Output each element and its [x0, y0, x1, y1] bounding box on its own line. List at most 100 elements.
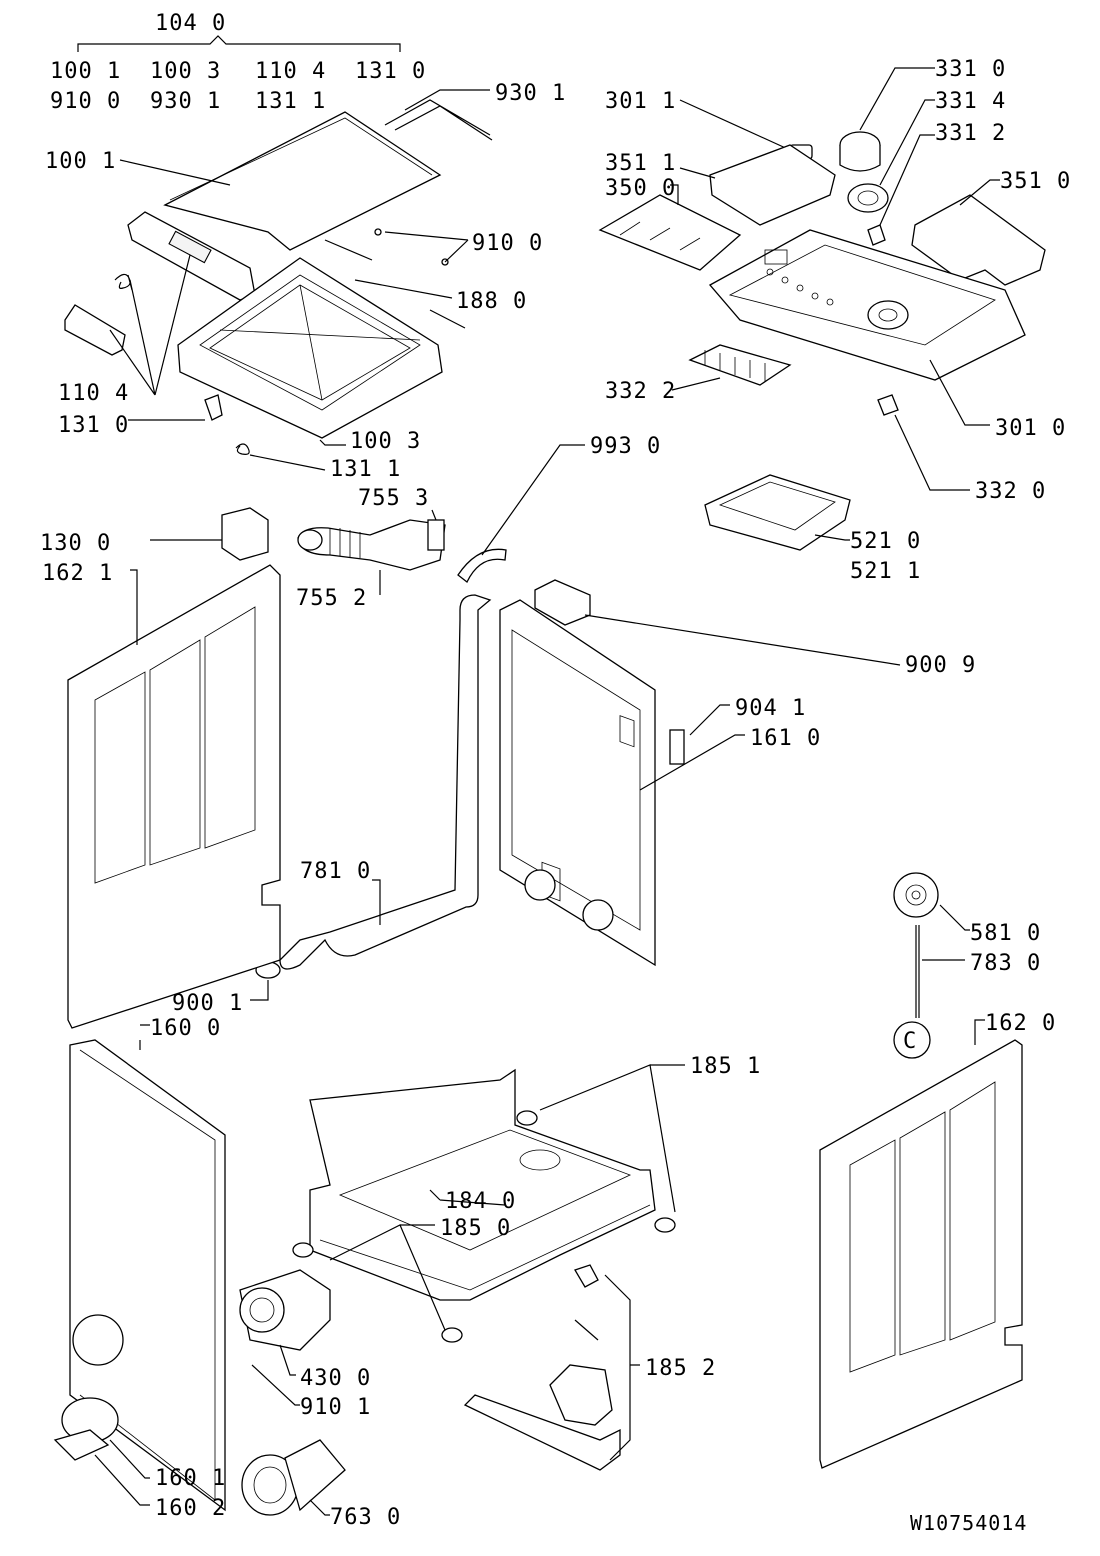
callout-label: 900 9 [905, 653, 976, 678]
callout-label: 783 0 [970, 951, 1041, 976]
callout-label: 331 0 [935, 57, 1006, 82]
drain-hose-part [279, 594, 492, 970]
bracket-part [534, 579, 591, 626]
console-panel-part [708, 229, 1026, 381]
marker-circle [893, 1021, 931, 1059]
pulley-part [893, 872, 939, 918]
foot-part [292, 1242, 314, 1258]
callout-label: 131 1 [330, 457, 401, 482]
group-header: 104 0 100 1 100 3 110 4 131 0 910 0 930 … [50, 11, 426, 114]
door-hinge-part [53, 1429, 110, 1461]
ring-part [847, 183, 889, 213]
control-panel-group: 301 1 331 0 331 4 331 2 351 1 350 0 351 … [598, 57, 1071, 584]
marker-letter: C [903, 1029, 917, 1054]
callout-label: 160 0 [150, 1016, 221, 1041]
callout-label: 130 0 [40, 531, 111, 556]
callout-label: 332 0 [975, 479, 1046, 504]
callout-label: 188 0 [456, 289, 527, 314]
callout-label: 331 2 [935, 121, 1006, 146]
front-panel-part [69, 1039, 226, 1512]
callout-label: 185 0 [440, 1216, 511, 1241]
callout-label: 581 0 [970, 921, 1041, 946]
side-panel-part [67, 564, 281, 1029]
callout-label: 100 1 [45, 149, 116, 174]
clip-part [427, 519, 445, 551]
foot-part [516, 1110, 538, 1126]
callout-label: 930 1 [495, 81, 566, 106]
shock-base-part [463, 1394, 621, 1471]
callout-label: 161 0 [750, 726, 821, 751]
group-main-code: 104 0 [155, 11, 226, 36]
right-side-panel: 162 0 [819, 1011, 1056, 1469]
control-module-part [704, 474, 851, 551]
callout-label: 521 1 [850, 559, 921, 584]
pressure-switch-part [221, 507, 269, 561]
group-code: 910 0 [50, 89, 121, 114]
hose-elbow-part [457, 548, 507, 584]
rear-panel-part [499, 599, 656, 967]
handle-part [64, 304, 126, 356]
callout-label: 162 0 [985, 1011, 1056, 1036]
callout-label: 351 1 [605, 151, 676, 176]
connector-part [669, 729, 685, 765]
group-code: 100 3 [150, 59, 221, 84]
callout-label: 904 1 [735, 696, 806, 721]
pump-group: 430 0 910 1 763 0 [239, 1269, 401, 1530]
group-code: 100 1 [50, 59, 121, 84]
group-code: 930 1 [150, 89, 221, 114]
top-frame-part [177, 257, 443, 439]
lock-part [204, 394, 223, 421]
callout-label: 993 0 [590, 434, 661, 459]
callout-label: 185 1 [690, 1054, 761, 1079]
callout-label: 131 0 [58, 413, 129, 438]
callout-label: 160 2 [155, 1496, 226, 1521]
callout-label: 521 0 [850, 529, 921, 554]
callout-label: 160 1 [155, 1466, 226, 1491]
callout-label: 100 3 [350, 429, 421, 454]
callout-label: 430 0 [300, 1366, 371, 1391]
front-panel: 160 0 160 1 160 2 [53, 1016, 226, 1521]
callout-label: 185 2 [645, 1356, 716, 1381]
document-id: W10754014 [910, 1511, 1027, 1535]
top-callouts: 930 1 100 1 910 0 188 0 110 4 131 0 100 … [45, 81, 566, 482]
lid-part [163, 111, 442, 251]
spring-part [114, 273, 133, 291]
callout-label: 301 1 [605, 89, 676, 114]
callout-label: 301 0 [995, 416, 1066, 441]
bracket-part [911, 194, 1046, 286]
foot-part [654, 1217, 676, 1233]
callout-label: 350 0 [605, 176, 676, 201]
hinge-rod-part [384, 99, 493, 141]
bracket-part [709, 144, 836, 226]
callout-label: 331 4 [935, 89, 1006, 114]
group-code: 131 1 [255, 89, 326, 114]
callout-label: 332 2 [605, 379, 676, 404]
group-code: 131 0 [355, 59, 426, 84]
callout-label: 755 2 [296, 586, 367, 611]
callout-label: 162 1 [42, 561, 113, 586]
base-frame-part [309, 1068, 656, 1301]
pulley-group: 581 0 783 0 C [893, 872, 1041, 1059]
group-code: 110 4 [255, 59, 326, 84]
switch-part [877, 394, 899, 416]
shaft-part [867, 224, 886, 246]
bushing-part [574, 1264, 599, 1288]
callout-label: 763 0 [330, 1505, 401, 1530]
callout-label: 781 0 [300, 859, 371, 884]
callout-label: 900 1 [172, 991, 243, 1016]
callout-label: 910 0 [472, 231, 543, 256]
shock-group: 185 2 [463, 1264, 716, 1471]
top-lid-assembly [64, 99, 493, 455]
callout-label: 351 0 [1000, 169, 1071, 194]
hose-group: 130 0 755 2 755 3 993 0 781 0 900 1 [40, 434, 661, 1016]
foot-part [441, 1327, 463, 1343]
callout-label: 110 4 [58, 381, 129, 406]
base-frame-group: 184 0 185 1 185 0 [292, 1054, 761, 1343]
rear-panel: 900 9 904 1 161 0 [499, 579, 976, 967]
shock-cup-part [549, 1364, 613, 1426]
left-side-panel: 162 1 [42, 561, 281, 1029]
side-panel-part [819, 1039, 1023, 1469]
callout-label: 184 0 [445, 1189, 516, 1214]
callout-label: 755 3 [358, 486, 429, 511]
